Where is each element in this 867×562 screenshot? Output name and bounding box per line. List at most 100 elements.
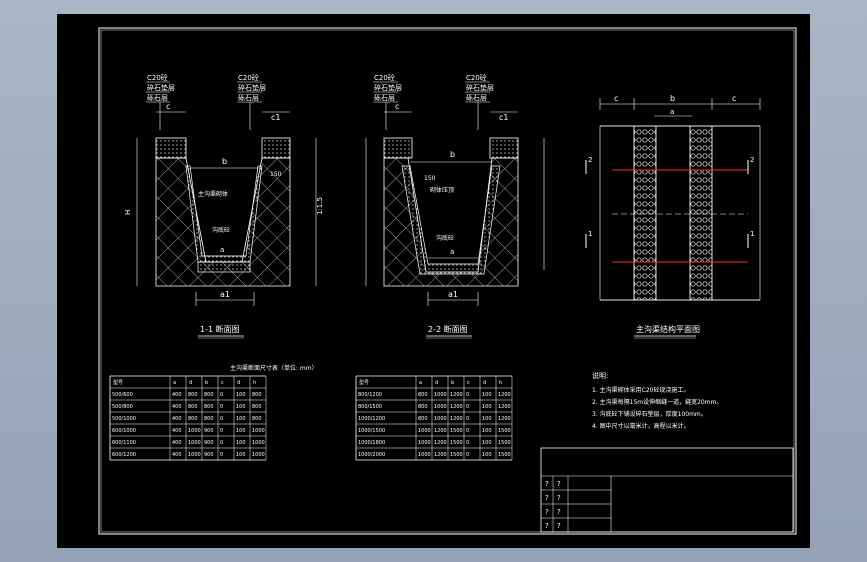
table-cell-right: 1000/2000 — [358, 452, 385, 458]
note-150: 150 — [270, 171, 282, 178]
table-cell-right: 800 — [418, 404, 428, 410]
table-cell-left: 100 — [236, 416, 246, 422]
table-cell-left: 800 — [188, 416, 198, 422]
note-item-4: 4. 图中尺寸以毫米计，高程以米计。 — [592, 422, 690, 430]
dim-a-2: a — [450, 248, 454, 256]
svg-text:砾石层: 砾石层 — [147, 93, 168, 102]
table-title: 主沟渠断面尺寸表（单位: mm） — [230, 364, 318, 372]
table-cell-left: 400 — [172, 428, 182, 434]
table-cell-right: 1200 — [498, 392, 511, 398]
table-cell-left: 400 — [172, 440, 182, 446]
table-cell-right: 100 — [482, 452, 492, 458]
table-cell-right: 100 — [482, 404, 492, 410]
plan-dim-b: b — [670, 94, 675, 103]
table-cell-left: 800 — [252, 416, 262, 422]
channel-floor — [197, 261, 251, 273]
title-block: ? ? ? ? ? ? ? ? — [540, 447, 794, 533]
table-cell-right: 1000 — [434, 404, 447, 410]
table-cell-left: 1000 — [252, 428, 265, 434]
table-header-right: h — [499, 380, 502, 386]
table-cell-left: 800 — [252, 404, 262, 410]
svg-text:砾石层: 砾石层 — [238, 93, 259, 102]
table-cell-left: 0 — [220, 452, 223, 458]
table-cell-left: 0 — [220, 440, 223, 446]
dim-a: a — [220, 246, 224, 254]
notes-heading: 说明: — [592, 371, 608, 380]
dim-c1: c1 — [271, 113, 281, 122]
note-item-1: 1. 主沟渠砌体采用C20砼现浇施工。 — [592, 386, 689, 394]
table-header-right: d — [483, 380, 486, 386]
table-cell-right: 1200 — [498, 404, 511, 410]
plan-dim-a: a — [670, 108, 674, 116]
table-cell-left: 400 — [172, 392, 182, 398]
table-cell-right: 100 — [482, 416, 492, 422]
svg-text:砾石层: 砾石层 — [374, 93, 395, 102]
title-block-cell: ? — [557, 494, 561, 502]
right-coping-2 — [489, 137, 519, 159]
left-coping-2 — [383, 137, 413, 159]
cut-mark-1-left: 1 — [588, 230, 592, 238]
plan-left-wall — [633, 125, 657, 301]
plan-right-wall — [689, 125, 713, 301]
cut-mark-1-right: 1 — [750, 230, 754, 238]
table-cell-right: 1200 — [434, 428, 447, 434]
title-block-cell: ? — [545, 508, 549, 516]
plan-title: 主沟渠结构平面图 — [636, 324, 700, 334]
note-floor-2: 沟底砼 — [436, 234, 454, 242]
title-block-cell: ? — [557, 508, 561, 516]
table-cell-right: 1000/1800 — [358, 440, 385, 446]
table-cell-left: 400 — [172, 404, 182, 410]
table-header-left: d — [189, 380, 192, 386]
table-header-left: b — [205, 380, 208, 386]
table-cell-right: 1000 — [418, 428, 431, 434]
table-cell-right: 1000 — [434, 392, 447, 398]
table-cell-right: 1500 — [450, 428, 463, 434]
table-cell-left: 1000 — [252, 440, 265, 446]
svg-text:C20砼: C20砼 — [466, 73, 487, 82]
table-header-right: d — [435, 380, 438, 386]
plan-dim-c-right: c — [732, 94, 736, 103]
note-item-2: 2. 主沟渠每隔15m设伸缩缝一道，缝宽20mm。 — [592, 398, 722, 406]
svg-text:砾石层: 砾石层 — [466, 93, 487, 102]
table-header-right: c — [467, 380, 470, 386]
table-cell-right: 0 — [466, 416, 469, 422]
note-floor: 沟底砼 — [212, 226, 230, 234]
section-1-title: 1-1 断面图 — [200, 324, 240, 334]
table-cell-left: 600/1200 — [112, 452, 136, 458]
table-cell-right: 0 — [466, 404, 469, 410]
table-cell-left: 100 — [236, 452, 246, 458]
table-cell-right: 1000 — [418, 452, 431, 458]
layer-labels-left: C20砼 碎石垫层 砾石层 — [146, 73, 175, 130]
table-cell-right: 1000 — [434, 416, 447, 422]
dim-a1: a1 — [220, 290, 230, 299]
table-cell-left: 900 — [204, 452, 214, 458]
right-coping — [261, 137, 291, 159]
table-cell-left: 400 — [172, 416, 182, 422]
svg-text:C20砼: C20砼 — [238, 73, 259, 82]
table-cell-right: 800/1500 — [358, 404, 382, 410]
table-cell-right: 0 — [466, 392, 469, 398]
table-cell-left: 500/1000 — [112, 416, 136, 422]
table-cell-left: 1000 — [252, 452, 265, 458]
note-lining: 主沟渠砌体 — [198, 190, 228, 198]
note-item-3: 3. 沟底砼下铺设碎石垫层，厚度100mm。 — [592, 410, 707, 418]
table-header-left: a — [173, 380, 176, 386]
svg-text:C20砼: C20砼 — [147, 73, 168, 82]
svg-text:碎石垫层: 碎石垫层 — [466, 83, 494, 92]
dim-slope-right: 1:1.5 — [316, 197, 324, 215]
table-cell-left: 100 — [236, 428, 246, 434]
table-cell-right: 0 — [466, 440, 469, 446]
plan-view: c b c a 2 2 1 1 主沟渠结构平面图 — [585, 94, 761, 339]
table-header-left: c — [221, 380, 224, 386]
table-cell-left: 800 — [204, 416, 214, 422]
svg-text:C20砼: C20砼 — [374, 73, 395, 82]
table-cell-left: 900 — [204, 440, 214, 446]
table-cell-left: 400 — [172, 452, 182, 458]
title-block-cell: ? — [557, 480, 561, 488]
title-block-cell: ? — [545, 522, 549, 530]
svg-text:碎石垫层: 碎石垫层 — [238, 83, 266, 92]
dim-a1-2: a1 — [448, 290, 458, 299]
table-cell-left: 800 — [188, 404, 198, 410]
table-cell-right: 0 — [466, 452, 469, 458]
